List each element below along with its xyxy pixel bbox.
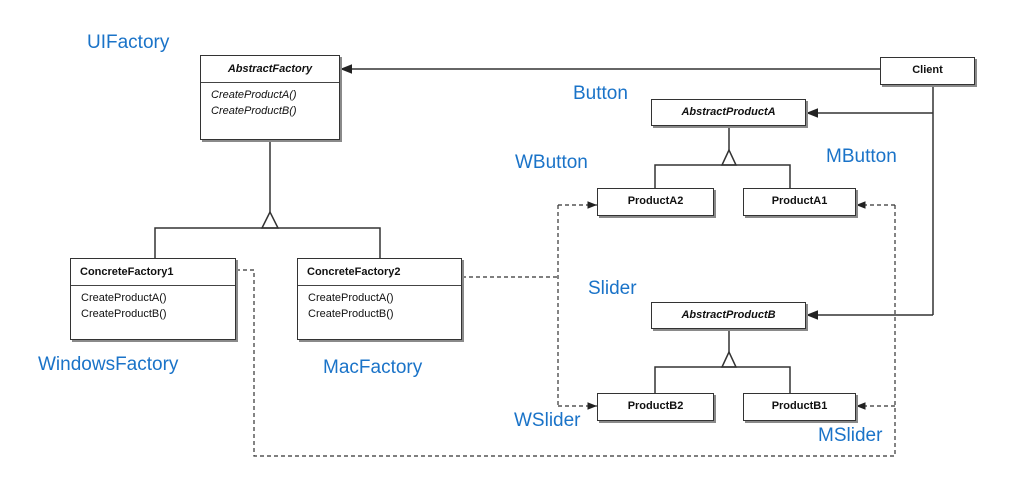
abstract-product-a-class: AbstractProductA xyxy=(651,99,806,126)
mbutton-annotation: MButton xyxy=(826,146,897,167)
button-annotation: Button xyxy=(573,83,628,104)
concrete-factory-1-op-a: CreateProductA() xyxy=(81,292,167,304)
ui-factory-annotation: UIFactory xyxy=(87,32,170,53)
concrete-factory-1-name: ConcreteFactory1 xyxy=(71,259,235,286)
abstract-product-b-name: AbstractProductB xyxy=(681,309,776,321)
concrete-factory-2-op-a: CreateProductA() xyxy=(308,292,394,304)
product-a-inheritance-branches xyxy=(654,164,791,188)
concrete-factory-2-op-b: CreateProductB() xyxy=(308,308,394,320)
product-a2-name: ProductA2 xyxy=(627,195,684,207)
product-b2-name: ProductB2 xyxy=(627,400,684,412)
windows-factory-annotation: WindowsFactory xyxy=(38,354,179,375)
abstract-factory-op-a: CreateProductA() xyxy=(211,89,297,101)
abstract-factory-name: AbstractFactory xyxy=(201,56,339,83)
concrete-factory-2-class: ConcreteFactory2 CreateProductA() Create… xyxy=(297,258,462,340)
product-b-inheritance-branches xyxy=(654,366,791,393)
factory1-dependency-line xyxy=(236,205,896,457)
concrete-factory-1-op-b: CreateProductB() xyxy=(81,308,167,320)
concrete-factory-1-class: ConcreteFactory1 CreateProductA() Create… xyxy=(70,258,236,340)
wslider-annotation: WSlider xyxy=(514,410,581,431)
abstract-factory-class: AbstractFactory CreateProductA() CreateP… xyxy=(200,55,340,140)
factory-inheritance-triangle xyxy=(260,210,280,229)
product-a2-class: ProductA2 xyxy=(597,188,714,216)
mslider-annotation: MSlider xyxy=(818,425,883,446)
client-name: Client xyxy=(912,64,943,76)
abstract-product-b-class: AbstractProductB xyxy=(651,302,806,329)
product-b-inheritance-triangle xyxy=(720,350,738,368)
wbutton-annotation: WButton xyxy=(515,152,588,173)
abstract-product-a-name: AbstractProductA xyxy=(681,106,776,118)
product-a1-name: ProductA1 xyxy=(771,195,828,207)
factory-inheritance-branches xyxy=(154,227,381,258)
product-a1-class: ProductA1 xyxy=(743,188,856,216)
mac-factory-annotation: MacFactory xyxy=(323,357,423,378)
abstract-factory-op-b: CreateProductB() xyxy=(211,105,297,117)
slider-annotation: Slider xyxy=(588,278,637,299)
concrete-factory-2-name: ConcreteFactory2 xyxy=(298,259,461,286)
product-a-inheritance-triangle xyxy=(720,148,738,166)
client-class: Client xyxy=(880,57,975,85)
product-b1-class: ProductB1 xyxy=(743,393,856,421)
product-b2-class: ProductB2 xyxy=(597,393,714,421)
product-b1-name: ProductB1 xyxy=(771,400,828,412)
